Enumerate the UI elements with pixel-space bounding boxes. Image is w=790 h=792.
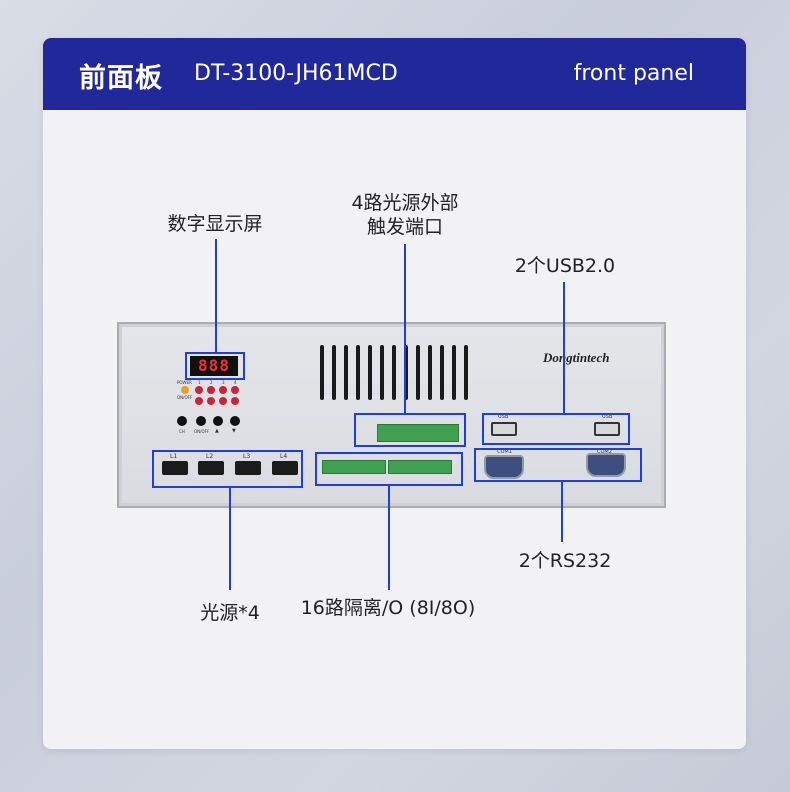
light-jack-3[interactable]	[235, 461, 261, 475]
vent-slot	[464, 345, 468, 400]
light-label-1: L1	[170, 453, 178, 460]
lights-highlight	[152, 450, 303, 488]
vent-slot	[368, 345, 372, 400]
callout-rs232: 2个RS232	[518, 550, 612, 572]
callout-trigger-line2: 触发端口	[366, 216, 443, 238]
digital-display: 888	[190, 356, 238, 376]
vent-slot	[392, 345, 396, 400]
vent-slot	[428, 345, 432, 400]
vent-slot	[452, 345, 456, 400]
vent-slot	[416, 345, 420, 400]
status-led-icon	[207, 386, 215, 394]
display-highlight	[185, 352, 245, 380]
usb2-label: USB	[602, 414, 613, 420]
led-number-2: 2	[210, 380, 213, 385]
onoff-btn-label: ON/OFF	[194, 429, 210, 434]
down-button[interactable]	[230, 416, 240, 426]
header-title: 前面板	[79, 63, 163, 94]
io-highlight	[315, 452, 463, 486]
trigger-highlight	[354, 413, 466, 447]
status-led-icon	[219, 386, 227, 394]
up-button[interactable]	[213, 416, 223, 426]
usb-port-icon[interactable]	[594, 422, 620, 436]
onoff-button[interactable]	[196, 416, 206, 426]
light-jack-2[interactable]	[198, 461, 224, 475]
header-model: DT-3100-JH61MCD	[194, 61, 398, 86]
rs232-highlight	[474, 448, 642, 482]
light-label-2: L2	[206, 453, 214, 460]
up-label: ▲	[215, 428, 219, 434]
usb1-label: USB	[498, 414, 509, 420]
status-led-icon	[219, 397, 227, 405]
status-led-icon	[231, 397, 239, 405]
vent-slot	[356, 345, 360, 400]
db9-port-icon[interactable]	[484, 455, 524, 479]
callout-trigger-line1: 4路光源外部	[351, 192, 459, 214]
callout-lights: 光源*4	[200, 602, 260, 624]
light-jack-1[interactable]	[162, 461, 188, 475]
usb-callout-line	[563, 282, 565, 413]
header-subtitle: front panel	[573, 61, 694, 86]
display-callout-line	[215, 239, 217, 352]
status-led-icon	[231, 386, 239, 394]
down-label: ▼	[232, 428, 236, 434]
db9-port-icon[interactable]	[586, 453, 626, 477]
power-led-icon	[181, 386, 189, 394]
header-bar: 前面板 DT-3100-JH61MCD front panel	[43, 38, 746, 110]
callout-usb: 2个USB2.0	[514, 255, 616, 277]
vent-slot	[320, 345, 324, 400]
status-led-icon	[195, 386, 203, 394]
usb-port-icon[interactable]	[491, 422, 517, 436]
power-label: POWER	[177, 380, 192, 385]
io-terminal-right	[388, 460, 452, 474]
ch-label: CH	[179, 429, 185, 434]
vent-slot	[380, 345, 384, 400]
rs232-callout-line	[561, 482, 563, 542]
ch-button[interactable]	[177, 416, 187, 426]
light-jack-4[interactable]	[272, 461, 298, 475]
callout-io: 16路隔离/O (8I/8O)	[300, 597, 476, 619]
status-led-icon	[195, 397, 203, 405]
usb-highlight	[482, 413, 630, 445]
light-label-4: L4	[280, 453, 288, 460]
lights-callout-line	[229, 488, 231, 590]
com1-label: COM1	[497, 449, 512, 455]
led-number-4: 4	[234, 380, 237, 385]
io-terminal-left	[322, 460, 386, 474]
vent-slot	[344, 345, 348, 400]
com2-label: COM2	[597, 449, 612, 455]
vent-slot	[404, 345, 408, 400]
callout-display: 数字显示屏	[167, 213, 263, 235]
onoff-label: ON/OFF	[177, 395, 193, 400]
status-led-icon	[207, 397, 215, 405]
trigger-terminal	[377, 424, 459, 442]
led-number-3: 3	[222, 380, 225, 385]
vent-slot	[332, 345, 336, 400]
light-label-3: L3	[243, 453, 251, 460]
trigger-callout-line	[404, 244, 406, 413]
vent-slot	[440, 345, 444, 400]
brand-logo: Dongtintech	[543, 350, 610, 365]
led-number-1: 1	[198, 380, 201, 385]
io-callout-line	[388, 486, 390, 590]
